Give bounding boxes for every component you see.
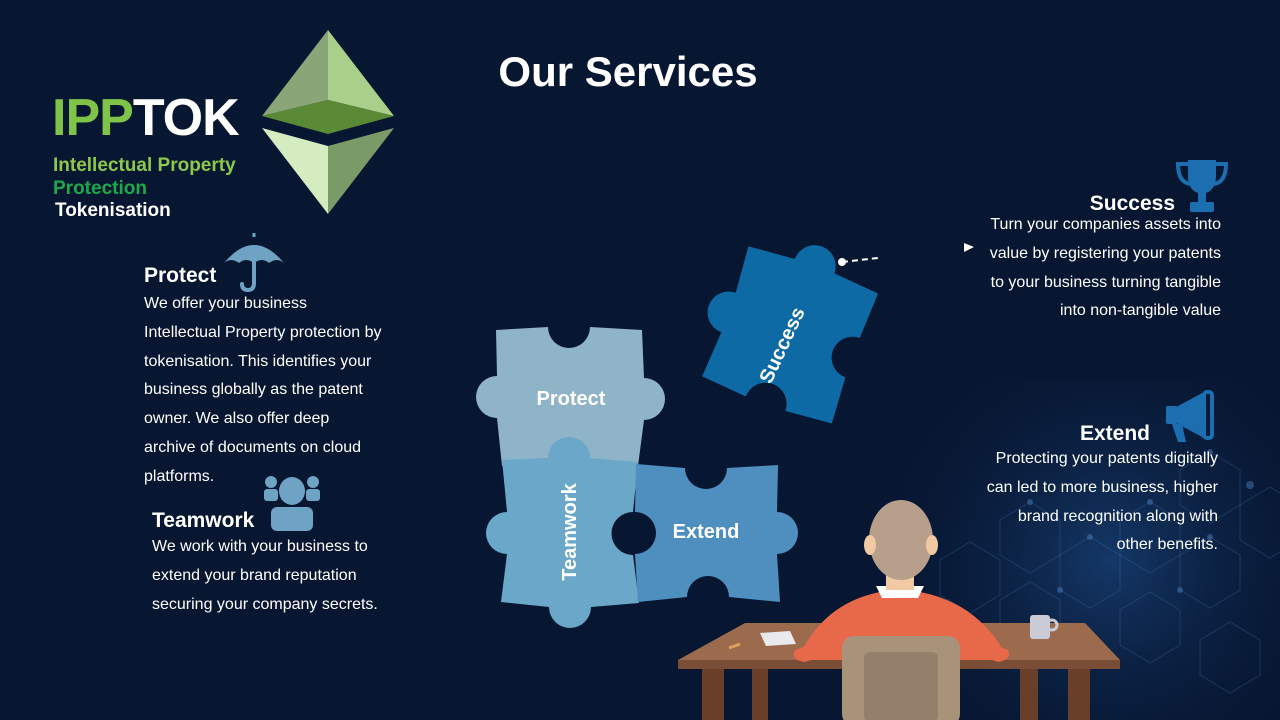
puzzle-label-protect: Protect (537, 388, 606, 410)
protect-line: platforms. (144, 467, 215, 485)
puzzle-piece-protect: Protect (476, 327, 666, 466)
puzzle-piece-extend: Extend (635, 464, 798, 602)
brand-part-tok: TOK (132, 89, 240, 147)
teamwork-description: We work with your business to extend you… (152, 533, 402, 619)
success-line: Turn your companies assets into (990, 216, 1221, 233)
network-nodes (1027, 449, 1254, 593)
team-icon (264, 476, 320, 531)
logo-subtitle-line3: Tokenisation (55, 200, 171, 221)
protect-heading: Protect (144, 264, 217, 287)
success-line: into non-tangible value (1059, 302, 1221, 320)
page-title: Our Services (498, 48, 758, 95)
umbrella-icon (224, 233, 284, 293)
protect-line: archive of documents on cloud (144, 438, 362, 456)
puzzle-label-teamwork: Teamwork (559, 482, 581, 580)
extend-heading: Extend (1079, 422, 1150, 445)
success-description: Turn your companies assets into value by… (960, 211, 1221, 326)
extend-line: other benefits. (1116, 536, 1218, 554)
success-arrow (838, 256, 880, 266)
trophy-icon (1176, 160, 1228, 212)
teamwork-heading: Teamwork (152, 509, 255, 532)
puzzle-piece-success (702, 245, 879, 424)
protect-line: tokenisation. This identifies your (144, 352, 372, 370)
logo-subtitle-line1: Intellectual Property (53, 155, 236, 176)
mug (1030, 615, 1050, 639)
brand-logo-text: IPPTOK (52, 88, 240, 148)
success-line: value by registering your patents (989, 244, 1221, 262)
puzzle-label-extend: Extend (673, 521, 740, 543)
protect-line: Intellectual Property protection by (144, 323, 382, 341)
protect-description: We offer your business Intellectual Prop… (144, 290, 394, 492)
success-line: to your business turning tangible (990, 273, 1221, 291)
puzzle-piece-teamwork: Teamwork (486, 437, 639, 628)
puzzle-graphic: Protect Teamwork Extend Success (476, 245, 880, 628)
teamwork-line: We work with your business to (152, 538, 368, 555)
extend-line: can led to more business, higher (986, 478, 1218, 496)
protect-line: owner. We also offer deep (144, 410, 330, 428)
protect-line: business globally as the patent (144, 381, 363, 399)
arrow-head-icon (964, 243, 974, 252)
logo-subtitle-line2: Protection (53, 178, 147, 199)
protect-line: We offer your business (144, 295, 308, 312)
ethereum-logo-icon (262, 30, 394, 214)
megaphone-icon (1166, 390, 1214, 442)
person-illustration (793, 500, 1009, 720)
teamwork-line: securing your company secrets. (152, 595, 378, 613)
extend-line: brand recognition along with (1017, 507, 1218, 525)
brand-part-ipp: IPP (52, 89, 134, 147)
success-heading: Success (1089, 192, 1175, 215)
teamwork-line: extend your brand reputation (152, 566, 357, 584)
extend-description: Protecting your patents digitally can le… (958, 445, 1218, 560)
extend-line: Protecting your patents digitally (995, 450, 1218, 467)
